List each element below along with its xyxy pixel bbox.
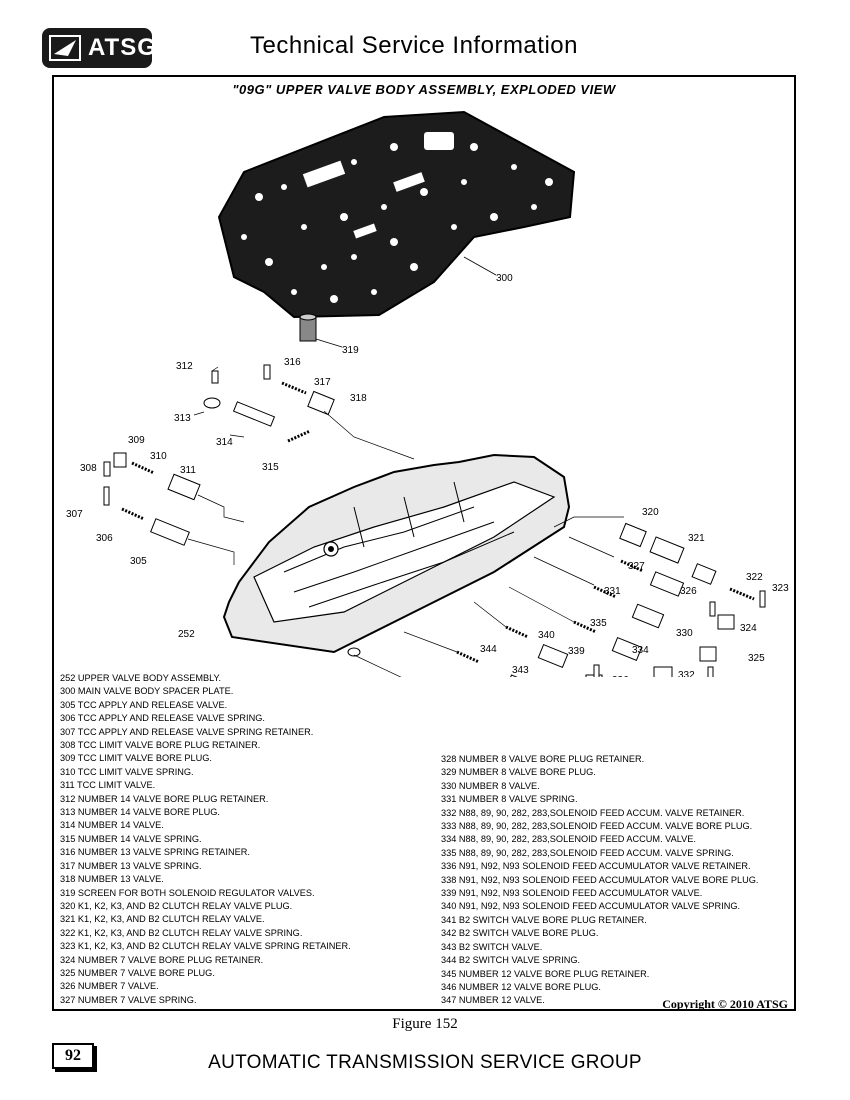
callout-326: 326	[680, 586, 697, 597]
parts-legend-right: 328 NUMBER 8 VALVE BORE PLUG RETAINER. 3…	[441, 753, 758, 1008]
legend-item: 313 NUMBER 14 VALVE BORE PLUG.	[60, 807, 220, 818]
page-header-title: Technical Service Information	[250, 32, 578, 59]
atsg-logo: ATSG	[42, 28, 156, 68]
exploded-view-diagram: 300 319 312 316 317 318 313 314 309 310 …	[66, 110, 789, 677]
legend-item: 341 B2 SWITCH VALVE BORE PLUG RETAINER.	[441, 914, 647, 925]
parts-legend-left: 252 UPPER VALVE BODY ASSEMBLY. 300 MAIN …	[60, 672, 351, 1007]
leader-300	[463, 256, 497, 276]
callout-335: 335	[590, 618, 607, 629]
legend-item: 321 K1, K2, K3, AND B2 CLUTCH RELAY VALV…	[60, 914, 265, 925]
legend-item: 328 NUMBER 8 VALVE BORE PLUG RETAINER.	[441, 754, 645, 764]
legend-item: 331 NUMBER 8 VALVE SPRING.	[441, 794, 578, 805]
legend-item: 347 NUMBER 12 VALVE.	[441, 995, 545, 1006]
legend-item: 324 NUMBER 7 VALVE BORE PLUG RETAINER.	[60, 954, 264, 965]
callout-323: 323	[772, 583, 789, 594]
legend-item: 310 TCC LIMIT VALVE SPRING.	[60, 766, 194, 777]
callout-319: 319	[342, 345, 359, 356]
callout-312: 312	[176, 361, 193, 372]
legend-item: 332 N88, 89, 90, 282, 283,SOLENOID FEED …	[441, 807, 745, 818]
callout-310: 310	[150, 451, 167, 462]
legend-item: 320 K1, K2, K3, AND B2 CLUTCH RELAY VALV…	[60, 900, 293, 911]
callout-317: 317	[314, 377, 331, 388]
legend-item: 312 NUMBER 14 VALVE BORE PLUG RETAINER.	[60, 793, 269, 804]
callout-336: 336	[612, 675, 629, 677]
figure-title: "09G" UPPER VALVE BODY ASSEMBLY, EXPLODE…	[232, 82, 616, 97]
legend-item: 345 NUMBER 12 VALVE BORE PLUG RETAINER.	[441, 968, 650, 979]
legend-item: 327 NUMBER 7 VALVE SPRING.	[60, 994, 197, 1005]
legend-item: 319 SCREEN FOR BOTH SOLENOID REGULATOR V…	[60, 887, 315, 898]
spacer-plate-300	[217, 110, 576, 319]
callout-305: 305	[130, 556, 147, 567]
callout-330: 330	[676, 628, 693, 639]
callout-300: 300	[496, 273, 513, 284]
legend-item: 330 NUMBER 8 VALVE.	[441, 780, 540, 791]
legend-item: 306 TCC APPLY AND RELEASE VALVE SPRING.	[60, 713, 265, 724]
callout-334: 334	[632, 645, 649, 656]
logo-text: ATSG	[88, 34, 157, 61]
legend-item: 311 TCC LIMIT VALVE.	[60, 780, 156, 791]
callout-325: 325	[748, 653, 765, 664]
copyright-notice: Copyright © 2010 ATSG	[662, 997, 788, 1011]
legend-item: 338 N91, N92, N93 SOLENOID FEED ACCUMULA…	[441, 874, 759, 885]
legend-item: 316 NUMBER 13 VALVE SPRING RETAINER.	[60, 847, 250, 858]
callout-343: 343	[512, 665, 529, 676]
legend-item: 336 N91, N92, N93 SOLENOID FEED ACCUMULA…	[441, 861, 751, 872]
legend-item: 342 B2 SWITCH VALVE BORE PLUG.	[441, 928, 599, 939]
callout-314: 314	[216, 437, 233, 448]
callout-306: 306	[96, 533, 113, 544]
callout-307: 307	[66, 509, 83, 520]
figure-frame: "09G" UPPER VALVE BODY ASSEMBLY, EXPLODE…	[52, 75, 796, 1011]
callout-320: 320	[642, 507, 659, 518]
legend-item: 309 TCC LIMIT VALVE BORE PLUG.	[60, 753, 212, 764]
atsg-logo-emblem-icon	[49, 35, 81, 61]
callout-311: 311	[180, 465, 196, 476]
callout-316: 316	[284, 357, 301, 368]
legend-item: 344 B2 SWITCH VALVE SPRING.	[441, 955, 581, 966]
legend-item: 329 NUMBER 8 VALVE BORE PLUG.	[441, 767, 596, 778]
callout-340: 340	[538, 630, 555, 641]
callout-332: 332	[678, 670, 695, 677]
legend-item: 314 NUMBER 14 VALVE.	[60, 820, 164, 831]
legend-item: 317 NUMBER 13 VALVE SPRING.	[60, 860, 202, 871]
callout-321: 321	[688, 533, 705, 544]
callout-308: 308	[80, 463, 97, 474]
legend-item: 252 UPPER VALVE BODY ASSEMBLY.	[60, 673, 222, 683]
legend-item: 323 K1, K2, K3, AND B2 CLUTCH RELAY VALV…	[60, 941, 351, 952]
callout-252: 252	[178, 629, 195, 640]
callout-339: 339	[568, 646, 585, 657]
callout-331: 331	[604, 586, 621, 597]
callout-327: 327	[628, 561, 645, 572]
legend-item: 305 TCC APPLY AND RELEASE VALVE.	[60, 699, 228, 710]
callout-324: 324	[740, 623, 757, 634]
legend-item: 307 TCC APPLY AND RELEASE VALVE SPRING R…	[60, 726, 314, 737]
callout-318: 318	[350, 393, 367, 404]
legend-item: 335 N88, 89, 90, 282, 283,SOLENOID FEED …	[441, 847, 734, 858]
legend-item: 300 MAIN VALVE BODY SPACER PLATE.	[60, 686, 234, 697]
callout-315: 315	[262, 462, 279, 473]
legend-item: 334 N88, 89, 90, 282, 283,SOLENOID FEED …	[441, 834, 696, 845]
figure-caption: Figure 152	[392, 1016, 458, 1032]
callout-344: 344	[480, 644, 497, 655]
legend-item: 340 N91, N92, N93 SOLENOID FEED ACCUMULA…	[441, 901, 741, 912]
legend-item: 322 K1, K2, K3, AND B2 CLUTCH RELAY VALV…	[60, 927, 303, 938]
callout-322: 322	[746, 572, 763, 583]
legend-item: 318 NUMBER 13 VALVE.	[60, 874, 164, 885]
legend-item: 339 N91, N92, N93 SOLENOID FEED ACCUMULA…	[441, 888, 703, 899]
legend-item: 333 N88, 89, 90, 282, 283,SOLENOID FEED …	[441, 821, 753, 832]
screen-319	[299, 313, 317, 342]
callout-309: 309	[128, 435, 145, 446]
callout-labels: 300 319 312 316 317 318 313 314 309 310 …	[66, 273, 789, 677]
valve-body-252	[222, 453, 571, 657]
callout-313: 313	[174, 413, 191, 424]
legend-item: 325 NUMBER 7 VALVE BORE PLUG.	[60, 967, 215, 978]
right-valve-trains	[456, 522, 766, 677]
legend-item: 343 B2 SWITCH VALVE.	[441, 941, 543, 952]
page-number: 92	[52, 1043, 94, 1069]
legend-item: 315 NUMBER 14 VALVE SPRING.	[60, 833, 202, 844]
legend-item: 308 TCC LIMIT VALVE BORE PLUG RETAINER.	[60, 740, 261, 751]
legend-item: 346 NUMBER 12 VALVE BORE PLUG.	[441, 981, 601, 992]
footer-org-name: AUTOMATIC TRANSMISSION SERVICE GROUP	[208, 1052, 642, 1073]
legend-item: 326 NUMBER 7 VALVE.	[60, 981, 159, 992]
left-valve-train	[103, 364, 335, 546]
